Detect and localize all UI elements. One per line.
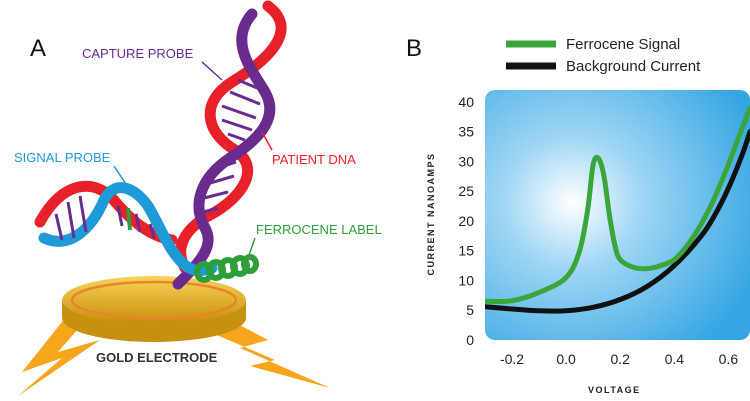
legend-label-ferrocene: Ferrocene Signal (566, 36, 680, 53)
x-tick-label: 0.6 (719, 351, 739, 367)
chart-legend: Ferrocene Signal Background Current (506, 36, 701, 75)
helix-base-pairs (195, 78, 263, 216)
lightning-bolt-left-icon (18, 312, 100, 396)
y-tick-label: 0 (466, 332, 474, 348)
x-tick-label: 0.4 (665, 351, 685, 367)
x-axis-title: VOLTAGE (588, 385, 641, 395)
series-line-background-current (485, 129, 750, 314)
patient-dna-leader (261, 131, 273, 151)
ferrocene-label-label: FERROCENE LABEL (256, 222, 382, 237)
y-tick-label: 25 (458, 183, 474, 199)
patient-dna-label: PATIENT DNA (272, 152, 356, 167)
ferrocene-label-leader (247, 237, 256, 259)
y-tick-label: 20 (458, 213, 474, 229)
plot-area (485, 90, 750, 340)
y-tick-label: 30 (458, 153, 474, 169)
signal-probe-green-pair (126, 207, 132, 231)
y-tick-label: 5 (466, 302, 474, 318)
x-tick-label: -0.2 (500, 351, 524, 367)
series-line-ferrocene-signal (485, 105, 750, 305)
y-axis-title: CURRENT NANOAMPS (426, 153, 436, 276)
signal-probe-label: SIGNAL PROBE (14, 150, 111, 165)
y-tick-label: 40 (458, 94, 474, 110)
gold-electrode (62, 276, 246, 342)
y-tick-label: 10 (458, 273, 474, 289)
panel-a: A (14, 0, 382, 396)
plot-series (485, 105, 750, 314)
panel-b: B Ferrocene Signal Background Current -0… (406, 35, 750, 395)
capture-probe-leader (201, 61, 223, 81)
capture-probe-strand (172, 8, 276, 290)
signal-probe-leader (113, 165, 127, 185)
legend-label-background: Background Current (566, 58, 701, 75)
y-tick-label: 15 (458, 243, 474, 259)
panel-b-letter: B (406, 35, 422, 62)
signal-probe-strand (38, 182, 218, 277)
lightning-bolt-right-icon (205, 312, 330, 388)
x-tick-labels: -0.2 0.0 0.2 0.4 0.6 (500, 351, 738, 367)
capture-probe-label: CAPTURE PROBE (82, 46, 194, 61)
gold-electrode-label: GOLD ELECTRODE (96, 350, 218, 365)
y-tick-labels: 0 5 10 15 20 25 30 35 40 (458, 94, 474, 348)
panel-a-letter: A (30, 35, 46, 62)
ferrocene-label-coil (194, 254, 259, 283)
y-tick-label: 35 (458, 124, 474, 140)
x-tick-label: 0.2 (610, 351, 630, 367)
signal-probe-base-pairs (54, 195, 156, 241)
x-tick-label: 0.0 (556, 351, 576, 367)
